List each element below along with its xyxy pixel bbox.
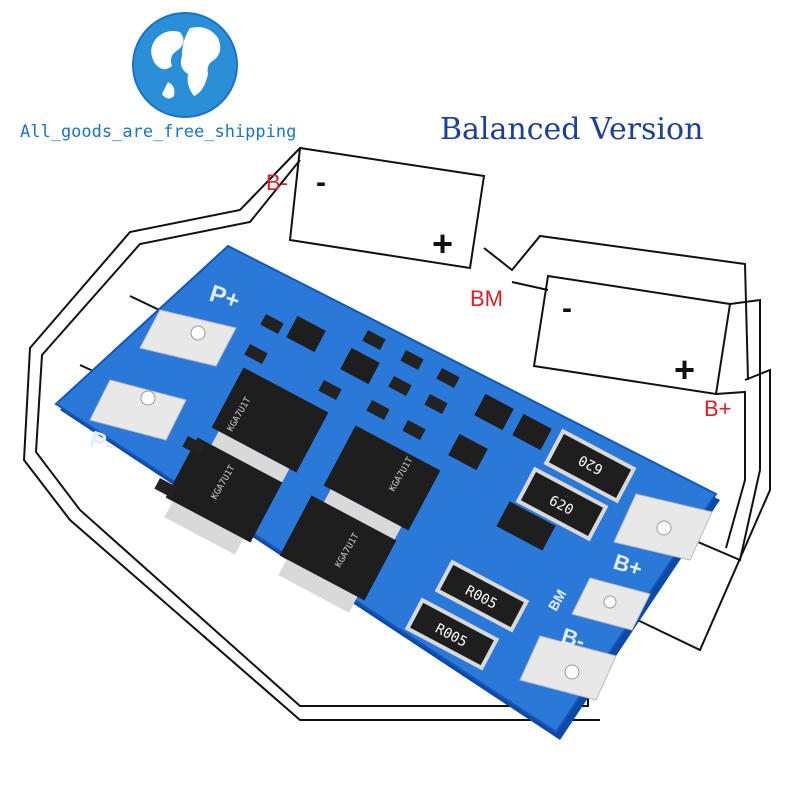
pad-label-p-minus: P- [86, 426, 117, 459]
resistor-620-b: 620 [515, 466, 609, 542]
battery-right-plus: + [674, 349, 695, 390]
resistor-620-a: 620 [543, 428, 637, 504]
label-bm: BM [470, 286, 503, 311]
pad-b-minus [519, 635, 617, 701]
mosfets [164, 367, 441, 613]
battery-signs: - + - + [316, 166, 695, 390]
resistors: 620 620 R005 R005 [404, 428, 637, 671]
small-components [154, 314, 556, 551]
resistor-r005-b: R005 [404, 597, 500, 671]
battery-right-minus: - [562, 292, 572, 325]
pad-p-minus [89, 379, 187, 441]
label-b-minus: B- [266, 170, 288, 195]
solder-pads [89, 309, 713, 701]
headline: Balanced Version [440, 112, 704, 147]
resistor-r005-a: R005 [434, 559, 530, 633]
battery-top-plus: + [432, 223, 453, 264]
globe-icon [132, 12, 238, 118]
logo-caption: All_goods_are_free_shipping [20, 122, 297, 142]
pad-bm [571, 577, 651, 631]
pad-p-plus [139, 309, 237, 367]
battery-top-minus: - [316, 166, 326, 199]
label-b-plus: B+ [704, 396, 732, 421]
pad-b-plus [613, 493, 713, 561]
